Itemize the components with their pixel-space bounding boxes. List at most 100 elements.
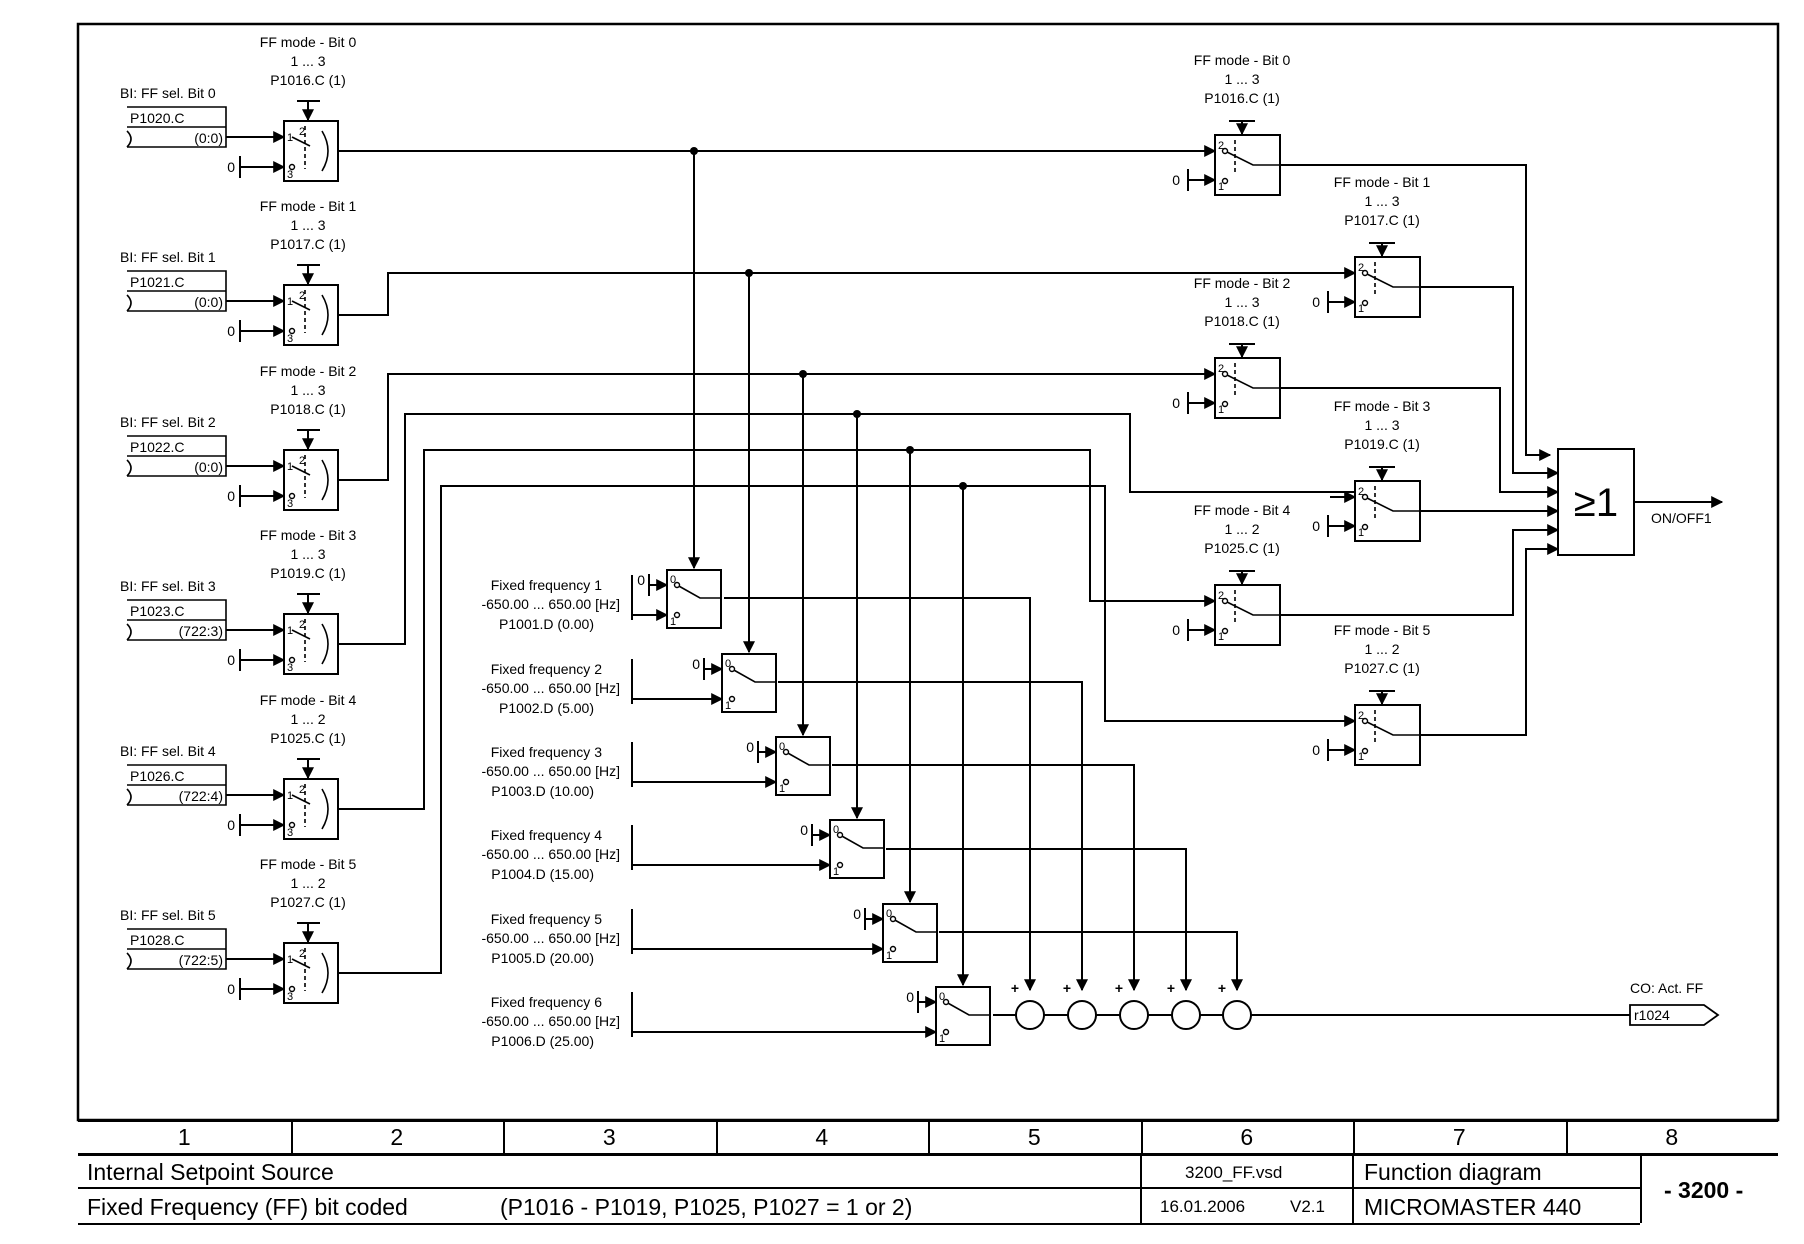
ff-mode-range: 1 ... 3: [1224, 71, 1259, 87]
pin-1-label: 1: [287, 461, 293, 473]
pin-1-label: 1: [287, 132, 293, 144]
ff-mode-param: P1027.C (1): [1344, 660, 1419, 676]
ff-mode-param: P1016.C (1): [1204, 90, 1279, 106]
pin-2-label: 2: [299, 948, 305, 960]
pin-1-label: 1: [1218, 631, 1224, 643]
zero-input-label: 0: [227, 652, 235, 668]
pin-2-label: 2: [299, 290, 305, 302]
ff-title: Fixed frequency 1: [491, 577, 602, 593]
junction-dots: [690, 147, 967, 490]
bi-param: P1022.C: [130, 439, 184, 455]
ff-mode-range: 1 ... 2: [290, 875, 325, 891]
pin-1-label: 1: [287, 954, 293, 966]
pin-1-label: 1: [670, 616, 676, 628]
pin-2-label: 2: [1358, 486, 1364, 498]
pin-3-label: 3: [287, 827, 293, 839]
ff-title: Fixed frequency 5: [491, 911, 602, 927]
fixed-frequency-block-1: Fixed frequency 1 -650.00 ... 650.00 [Hz]…: [481, 569, 722, 632]
footer-doc-type: Function diagram: [1364, 1159, 1542, 1185]
plus-sign: +: [1063, 980, 1071, 996]
zero-input-label: 0: [692, 656, 700, 672]
footer-title-line1: Internal Setpoint Source: [87, 1159, 334, 1185]
summer-5: +: [1218, 980, 1252, 1030]
ff-mode-range: 1 ... 3: [290, 382, 325, 398]
ff-mode-label: FF mode - Bit 3: [260, 527, 357, 543]
pin-2-label: 2: [299, 619, 305, 631]
pin-2-label: 2: [1218, 363, 1224, 375]
ff-title: Fixed frequency 2: [491, 661, 602, 677]
ff-mode-param: P1025.C (1): [270, 730, 345, 746]
or-mode-switch: 21: [1214, 584, 1281, 646]
summer-3: +: [1115, 980, 1149, 1030]
frequency-switch: 01: [775, 736, 831, 796]
pin-2-label: 2: [1218, 590, 1224, 602]
plus-sign: +: [1011, 980, 1019, 996]
summer-1: +: [1011, 980, 1045, 1030]
output-label: CO: Act. FF: [1630, 980, 1703, 996]
zero-input-label: 0: [1312, 518, 1320, 534]
bi-param: P1028.C: [130, 932, 184, 948]
ff-mode-range: 1 ... 2: [290, 711, 325, 727]
bi-label: BI: FF sel. Bit 4: [120, 743, 216, 759]
ff-mode-label: FF mode - Bit 4: [260, 692, 357, 708]
footer-column-divider: [1565, 1119, 1568, 1153]
footer-product: MICROMASTER 440: [1364, 1194, 1582, 1220]
zero-input-label: 0: [853, 906, 861, 922]
pin-1-label: 1: [287, 625, 293, 637]
pin-3-label: 3: [287, 333, 293, 345]
connector-notch: [126, 294, 132, 312]
footer-column-number: 6: [1240, 1124, 1254, 1150]
fixed-frequency-block-3: Fixed frequency 3-650.00 ... 650.00 [Hz]…: [481, 736, 831, 799]
output-param: r1024: [1634, 1007, 1670, 1023]
ff-mode-param: P1019.C (1): [270, 565, 345, 581]
footer-column-divider: [1353, 1119, 1355, 1153]
ff-param: P1005.D (20.00): [491, 950, 594, 966]
footer-column-divider: [503, 1119, 505, 1153]
connector-notch: [126, 459, 132, 477]
plus-sign: +: [1218, 980, 1226, 996]
ff-mode-range: 1 ... 3: [290, 53, 325, 69]
or-mode-switch: 21: [1354, 704, 1421, 766]
pin-1-label: 1: [287, 296, 293, 308]
ff-mode-param: P1025.C (1): [1204, 540, 1279, 556]
frequency-switch: 01: [666, 569, 722, 629]
ff-mode-label: FF mode - Bit 2: [1194, 275, 1291, 291]
ff-mode-range: 1 ... 2: [1224, 521, 1259, 537]
ff-param: P1001.D (0.00): [499, 616, 594, 632]
ff-mode-range: 1 ... 3: [1364, 417, 1399, 433]
ff-mode-range: 1 ... 3: [1224, 294, 1259, 310]
bi-value: (722:4): [179, 788, 223, 804]
zero-input-label: 0: [227, 323, 235, 339]
ff-mode-param: P1027.C (1): [270, 894, 345, 910]
footer-date: 16.01.2006: [1160, 1197, 1246, 1216]
ff-mode-label: FF mode - Bit 1: [260, 198, 357, 214]
zero-input-label: 0: [1172, 172, 1180, 188]
pin-0-label: 0: [779, 741, 785, 753]
fixed-frequency-block-5: Fixed frequency 5-650.00 ... 650.00 [Hz]…: [481, 903, 938, 966]
footer-column-number: 5: [1027, 1124, 1041, 1150]
ff-mode-label: FF mode - Bit 3: [1334, 398, 1431, 414]
ff-title: Fixed frequency 4: [491, 827, 602, 843]
ff-range: -650.00 ... 650.00 [Hz]: [481, 596, 620, 612]
footer-column-number: 3: [602, 1124, 616, 1150]
bi-label: BI: FF sel. Bit 3: [120, 578, 216, 594]
zero-input-label: 0: [1312, 294, 1320, 310]
bi-value: (0:0): [194, 294, 223, 310]
ff-mode-range: 1 ... 3: [290, 217, 325, 233]
zero-input-label: 0: [1172, 395, 1180, 411]
plus-sign: +: [1115, 980, 1123, 996]
bi-param: P1026.C: [130, 768, 184, 784]
or-mode-switch: 21: [1214, 134, 1281, 196]
